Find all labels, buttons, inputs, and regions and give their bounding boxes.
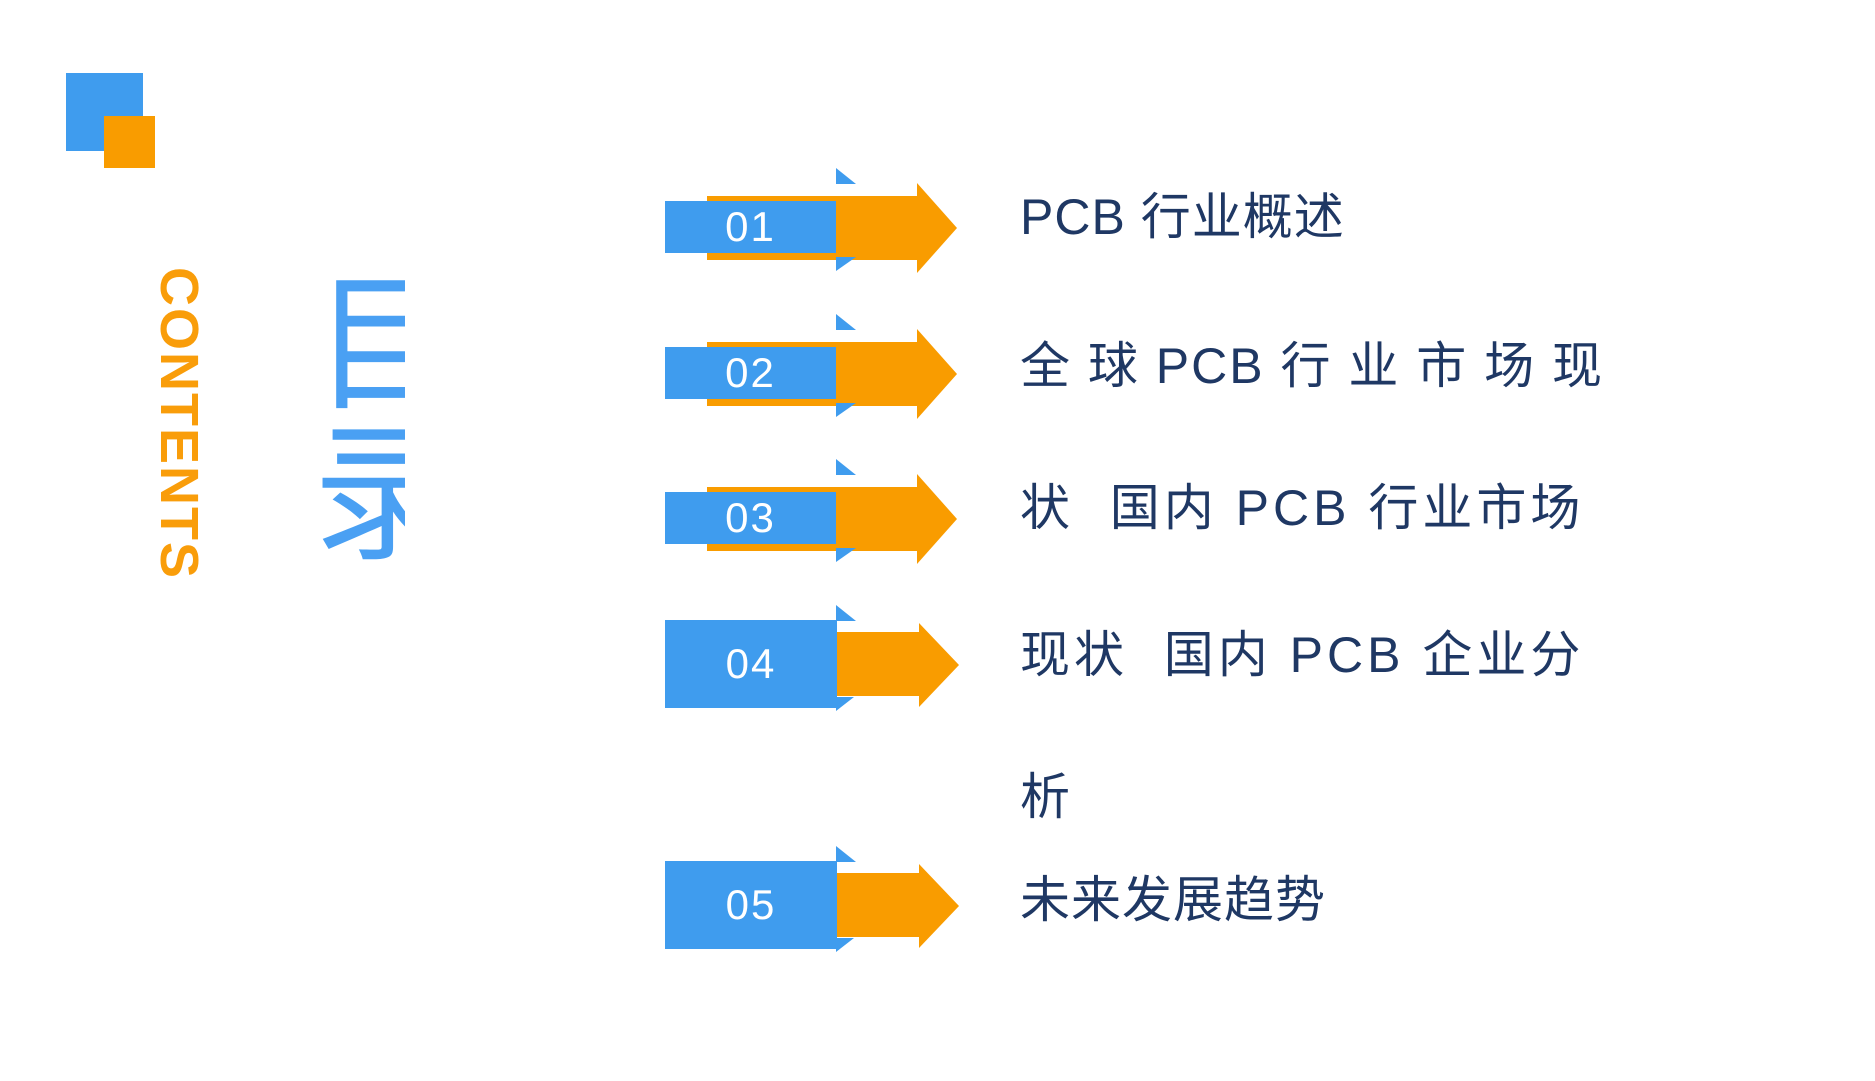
orange-arrow-head-icon	[917, 183, 957, 273]
toc-row-03: 03	[660, 459, 960, 579]
decor-orange-square	[104, 116, 155, 168]
orange-arrow-body	[837, 632, 919, 696]
contents-vertical-label: CONTENTS	[149, 267, 209, 580]
vertical-title: 目录	[291, 265, 405, 565]
blue-peek-bottom-triangle	[836, 697, 854, 711]
orange-arrow-head-icon	[919, 864, 959, 948]
blue-peek-top-triangle	[836, 846, 856, 862]
orange-arrow-body	[837, 873, 919, 937]
blue-peek-bottom-triangle	[836, 548, 856, 562]
blue-peek-top-triangle	[836, 459, 856, 475]
vertical-title-clip: 目录	[280, 253, 405, 583]
blue-peek-bottom-triangle	[836, 938, 854, 952]
orange-arrow-head-icon	[919, 623, 959, 707]
blue-peek-top-triangle	[836, 168, 856, 184]
toc-row-02: 02	[660, 314, 960, 434]
toc-number-box-02: 02	[665, 347, 836, 399]
blue-peek-top-triangle	[836, 605, 856, 621]
orange-arrow-head-icon	[917, 329, 957, 419]
toc-text-line-6: 未来发展趋势	[1020, 872, 1326, 928]
toc-row-05: 05	[660, 846, 960, 966]
orange-arrow-head-icon	[917, 474, 957, 564]
toc-text-line-5: 析	[1020, 769, 1070, 825]
toc-number-box-05: 05	[665, 861, 837, 949]
toc-text-line-4: 现状 国内 PCB 企业分	[1020, 627, 1585, 683]
blue-peek-top-triangle	[836, 314, 856, 330]
toc-row-04: 04	[660, 605, 960, 725]
toc-number-box-04: 04	[665, 620, 837, 708]
toc-row-01: 01	[660, 168, 960, 288]
toc-number-box-03: 03	[665, 492, 836, 544]
toc-number-box-01: 01	[665, 201, 836, 253]
toc-text-line-3: 状 国内 PCB 行业市场	[1020, 480, 1585, 536]
toc-text-line-1: PCB 行业概述	[1020, 189, 1345, 245]
toc-text-line-2: 全 球 PCB 行 业 市 场 现	[1020, 338, 1605, 394]
